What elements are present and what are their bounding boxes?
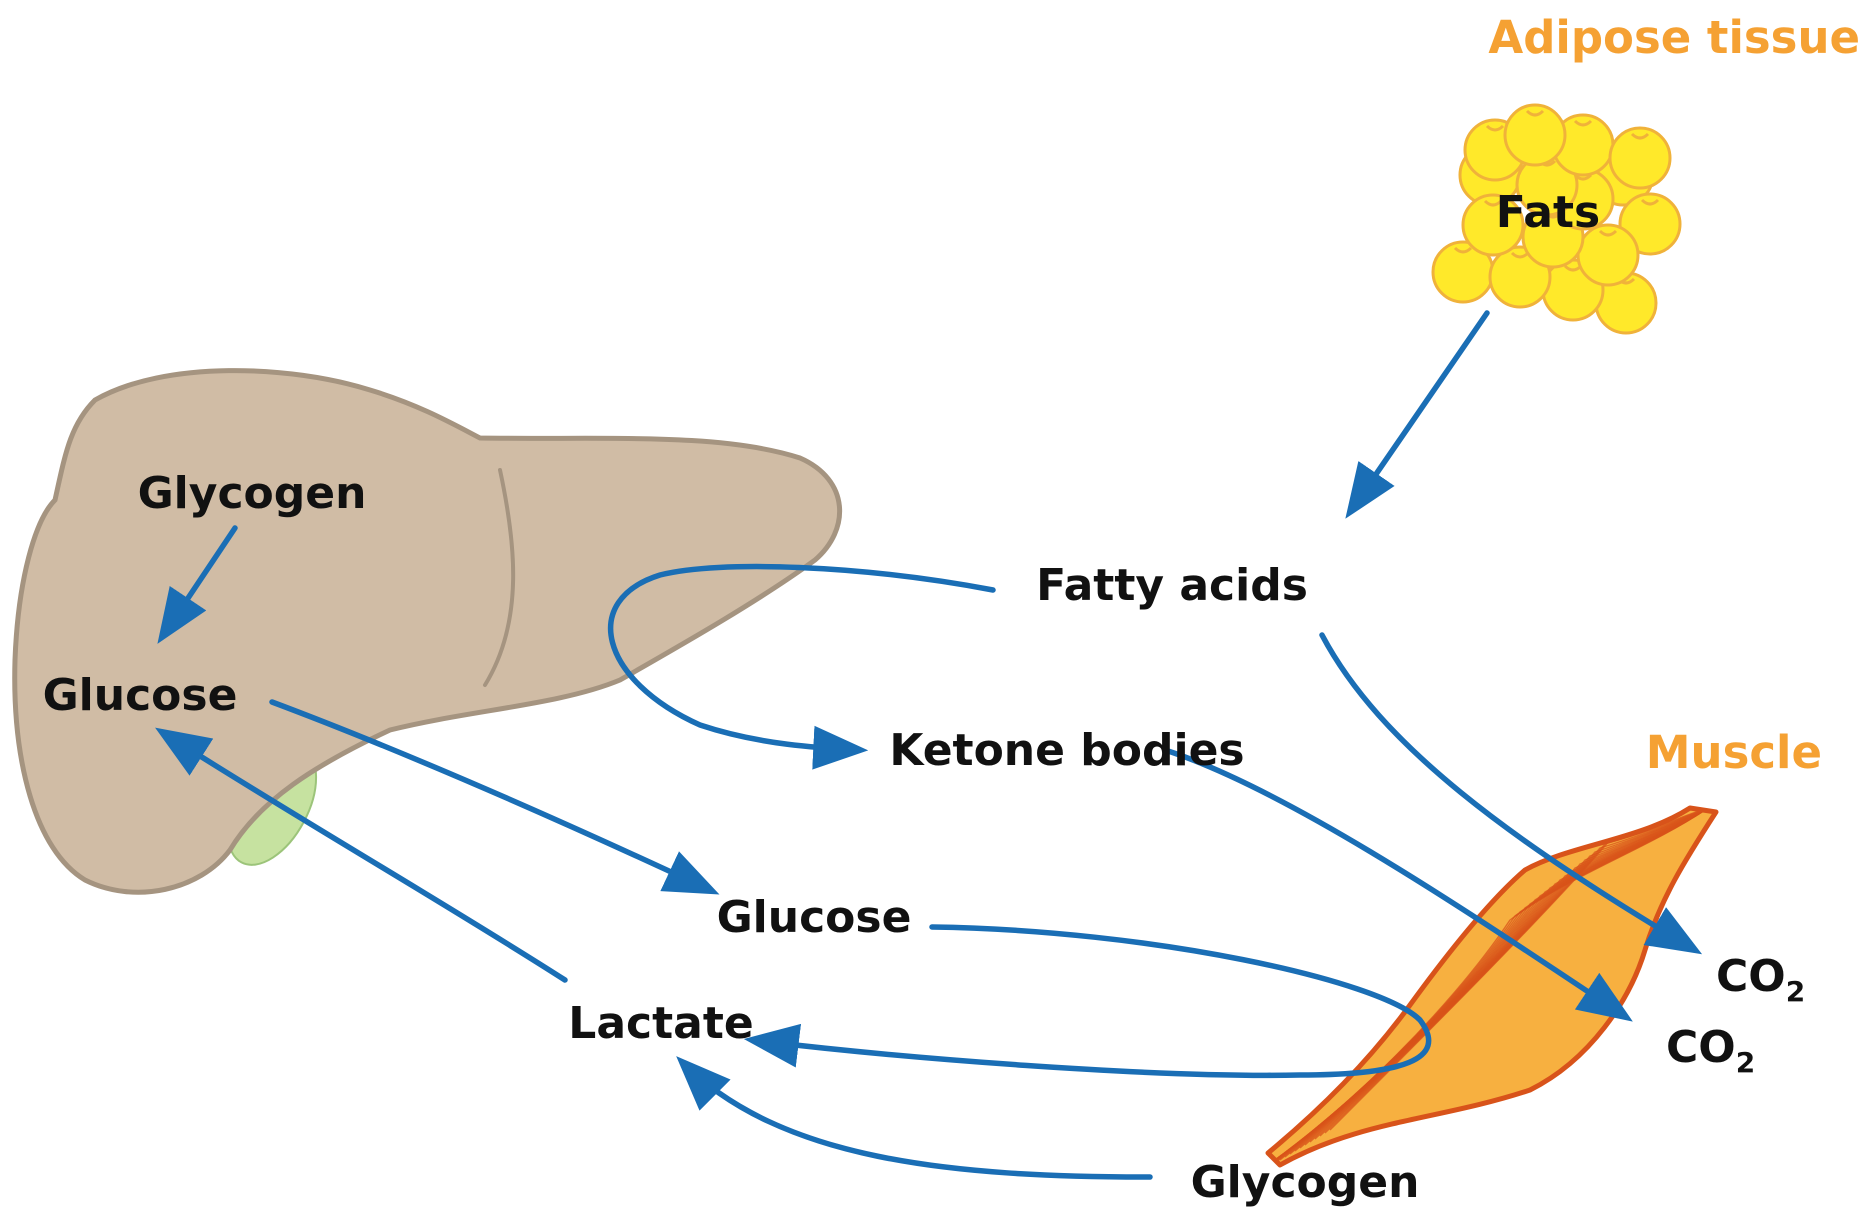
co2-label-upper: CO2 bbox=[1716, 951, 1805, 1008]
co2-main-lower: CO bbox=[1666, 1022, 1736, 1073]
muscle-shape bbox=[1230, 808, 1716, 1190]
arrow-muscle-glycogen-to-lactate bbox=[682, 1062, 1150, 1177]
adipose-tissue-label: Adipose tissue bbox=[1488, 11, 1860, 64]
fatty-acids-label: Fatty acids bbox=[1036, 560, 1308, 611]
liver-glucose-label: Glucose bbox=[43, 670, 238, 721]
ketone-bodies-label: Ketone bodies bbox=[889, 725, 1244, 776]
arrow-glucose-to-lactate bbox=[752, 927, 1429, 1075]
co2-subscript-lower: 2 bbox=[1736, 1046, 1755, 1079]
muscle-glycogen-label: Glycogen bbox=[1191, 1157, 1420, 1208]
co2-subscript-upper: 2 bbox=[1786, 975, 1805, 1008]
lactate-label: Lactate bbox=[568, 998, 753, 1049]
liver-shape bbox=[15, 371, 840, 893]
arrow-liver-glucose-to-blood-glucose bbox=[272, 702, 712, 891]
arrow-fats-to-fatty-acids bbox=[1350, 313, 1487, 512]
liver-glycogen-label: Glycogen bbox=[138, 468, 367, 519]
co2-main-upper: CO bbox=[1716, 951, 1786, 1002]
blood-glucose-label: Glucose bbox=[717, 892, 912, 943]
co2-label-lower: CO2 bbox=[1666, 1022, 1755, 1079]
fats-label: Fats bbox=[1496, 187, 1600, 238]
muscle-label: Muscle bbox=[1646, 726, 1822, 779]
